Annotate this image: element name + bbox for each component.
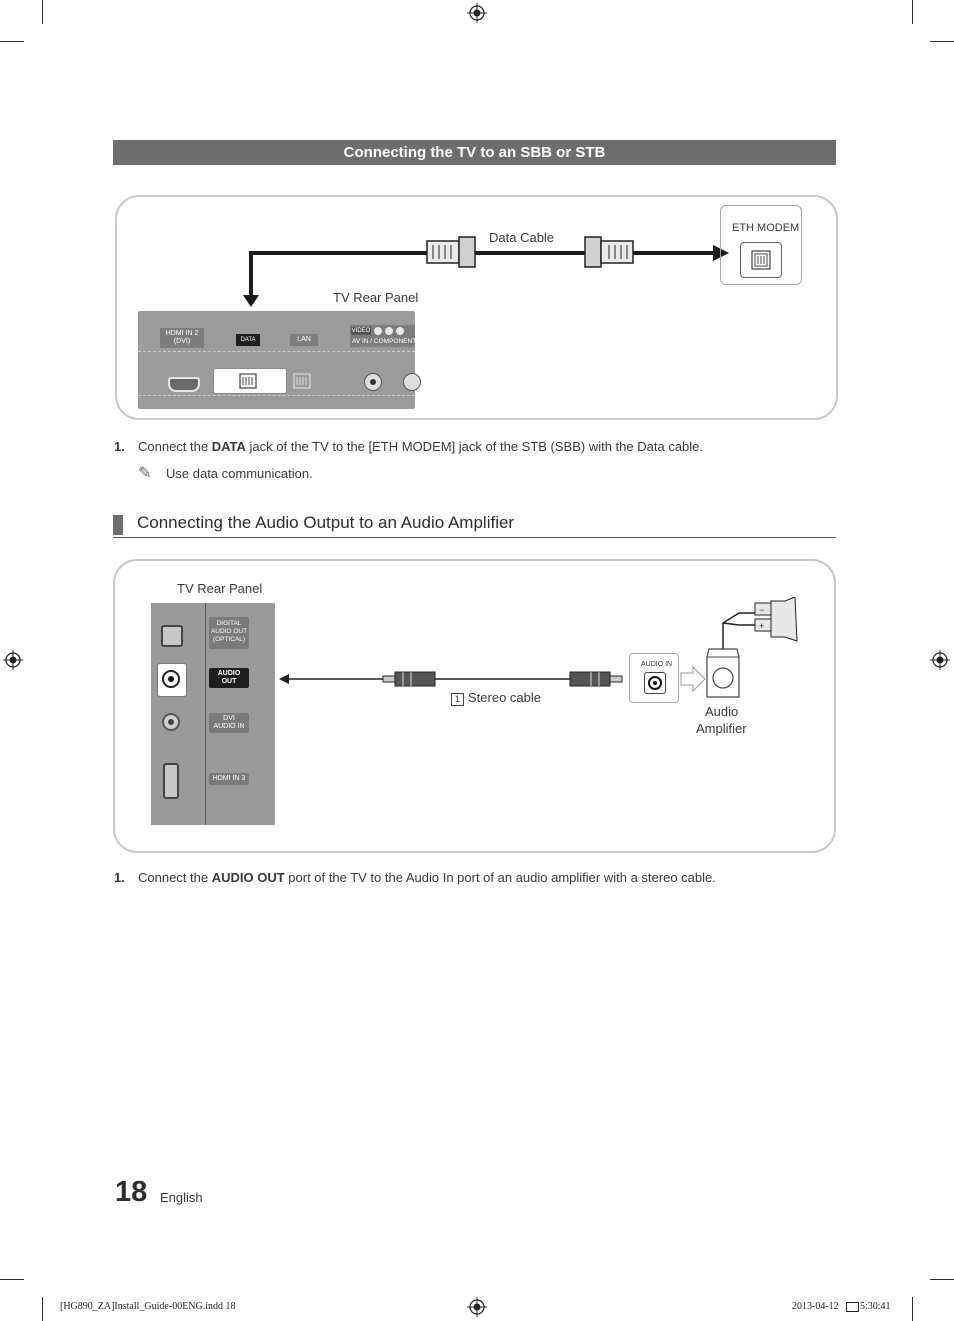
lan-port-label: LAN bbox=[297, 336, 311, 343]
page-number: 18 bbox=[115, 1176, 148, 1208]
crop-mark bbox=[930, 1279, 954, 1280]
step-number: 1. bbox=[114, 439, 125, 454]
registration-mark-icon bbox=[930, 650, 950, 670]
crop-mark bbox=[912, 1297, 913, 1321]
section-title: Connecting the TV to an SBB or STB bbox=[113, 140, 836, 165]
time-slug: 5:30:41 bbox=[860, 1301, 891, 1312]
dvi-audio-in-label-box: DVI AUDIO IN bbox=[209, 713, 249, 733]
crop-mark bbox=[42, 1297, 43, 1321]
hdmi-in-3-label-box: HDMI IN 3 bbox=[209, 773, 249, 785]
subsection-title: Connecting the Audio Output to an Audio … bbox=[137, 513, 515, 532]
av-in-label: AV IN / COMPONENT bbox=[352, 338, 415, 345]
rj45-data-port-icon bbox=[239, 373, 257, 389]
crop-mark bbox=[42, 0, 43, 24]
optical-port-icon bbox=[161, 625, 183, 647]
av-jack-icon bbox=[364, 373, 382, 391]
data-port-highlight bbox=[213, 368, 287, 394]
step-number: 1. bbox=[114, 870, 125, 885]
audio-out-jack-icon bbox=[162, 670, 180, 688]
av-jack-icon bbox=[403, 373, 421, 391]
digital-audio-out-label-box: DIGITAL AUDIO OUT (OPTICAL) bbox=[209, 617, 249, 649]
tv-rear-panel-label: TV Rear Panel bbox=[333, 290, 419, 305]
crop-mark bbox=[912, 0, 913, 24]
subsection-heading: Connecting the Audio Output to an Audio … bbox=[113, 513, 836, 538]
dvi-audio-in-jack-icon bbox=[162, 713, 180, 731]
stereo-cable-label: Stereo cable bbox=[468, 690, 541, 705]
digital-audio-out-label: DIGITAL AUDIO OUT (OPTICAL) bbox=[210, 620, 248, 643]
speaker-icon: − + bbox=[754, 597, 798, 642]
hdmi-in-3-label: HDMI IN 3 bbox=[212, 775, 246, 782]
stereo-cable-number: 1 bbox=[454, 694, 460, 704]
eth-modem-port-box bbox=[740, 242, 782, 278]
step-text-bold: DATA bbox=[211, 439, 246, 454]
rj45-lan-port-icon bbox=[293, 373, 311, 389]
component-y-jack-icon bbox=[396, 327, 404, 335]
data-cable bbox=[243, 245, 729, 307]
step-text-post: port of the TV to the Audio In port of a… bbox=[284, 870, 716, 885]
audio-in-box: AUDIO IN bbox=[629, 653, 679, 703]
hdmi-in-2-label: HDMI IN 2 (DVI) bbox=[165, 330, 199, 345]
crop-mark bbox=[0, 41, 24, 42]
audio-connection-diagram: TV Rear Panel DIGITAL AUDIO OUT (OPTICAL… bbox=[113, 559, 836, 853]
tv-rear-panel-label-audio: TV Rear Panel bbox=[177, 581, 263, 596]
rj45-plug-left-icon bbox=[426, 236, 476, 268]
hdmi-port-icon bbox=[168, 377, 200, 392]
step-text-post: jack of the TV to the [ETH MODEM] jack o… bbox=[245, 439, 704, 454]
crop-mark bbox=[0, 1279, 24, 1280]
audio-l-jack-icon bbox=[374, 327, 382, 335]
audio-in-port-frame bbox=[644, 672, 666, 694]
slug-separator-icon bbox=[846, 1302, 859, 1312]
dvi-audio-in-label: DVI AUDIO IN bbox=[213, 715, 245, 730]
audio-in-jack-icon bbox=[648, 676, 662, 690]
audio-out-label-box: AUDIO OUT bbox=[209, 668, 249, 688]
svg-text:−: − bbox=[759, 605, 764, 615]
eth-modem-box: ETH MODEM bbox=[720, 205, 802, 285]
audio-r-jack-icon bbox=[385, 327, 393, 335]
date-slug: 2013-04-12 bbox=[792, 1301, 839, 1312]
amplifier-label-line2: Amplifier bbox=[696, 721, 747, 736]
page-language: English bbox=[160, 1190, 203, 1205]
stereo-cable-number-box: 1 bbox=[451, 693, 464, 706]
registration-mark-icon bbox=[467, 3, 487, 23]
data-port-label: DATA bbox=[240, 337, 256, 343]
svg-text:+: + bbox=[759, 621, 764, 631]
step-text-pre: Connect the bbox=[138, 439, 212, 454]
audio-in-label: AUDIO IN bbox=[641, 661, 673, 668]
data-label-box: DATA bbox=[236, 334, 260, 346]
note: ✎ Use data communication. bbox=[138, 463, 313, 483]
heading-marker bbox=[113, 515, 123, 535]
lan-label-box: LAN bbox=[290, 334, 318, 346]
registration-mark-icon bbox=[3, 650, 23, 670]
stereo-cable bbox=[279, 612, 755, 693]
step-text-bold: AUDIO OUT bbox=[211, 870, 285, 885]
hdmi-in-2-label-box: HDMI IN 2 (DVI) bbox=[160, 328, 204, 348]
pencil-icon: ✎ bbox=[138, 465, 152, 482]
rj45-modem-port-icon bbox=[751, 250, 771, 270]
video-label: VIDEO bbox=[351, 327, 371, 335]
amplifier-icon bbox=[706, 648, 740, 698]
audio-out-label: AUDIO OUT bbox=[217, 670, 241, 685]
step-text-pre: Connect the bbox=[138, 870, 212, 885]
note-text: Use data communication. bbox=[166, 466, 313, 481]
sbb-connection-diagram: HDMI IN 2 (DVI) DATA LAN VIDEO AV IN / C… bbox=[115, 195, 838, 420]
data-cable-label: Data Cable bbox=[489, 230, 555, 245]
av-in-label-box: VIDEO AV IN / COMPONENT bbox=[350, 325, 415, 347]
file-slug: [HG890_ZA]Install_Guide-00ENG.indd 18 bbox=[60, 1301, 236, 1312]
tv-rear-panel: HDMI IN 2 (DVI) DATA LAN VIDEO AV IN / C… bbox=[138, 311, 421, 409]
hdmi-in-3-port-icon bbox=[163, 763, 179, 799]
crop-mark bbox=[930, 41, 954, 42]
rj45-plug-right-icon bbox=[584, 236, 634, 268]
tv-side-panel: DIGITAL AUDIO OUT (OPTICAL) AUDIO OUT DV… bbox=[151, 603, 275, 825]
registration-mark-icon bbox=[467, 1297, 487, 1317]
eth-modem-label: ETH MODEM bbox=[732, 222, 800, 234]
amplifier-label-line1: Audio bbox=[705, 704, 739, 719]
